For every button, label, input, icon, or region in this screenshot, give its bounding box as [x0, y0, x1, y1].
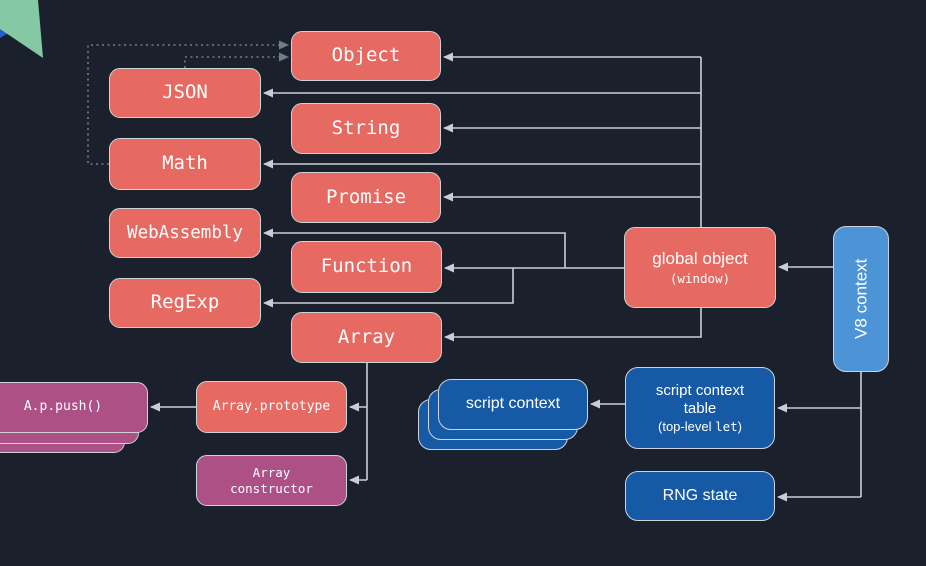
node-global-object-label: global object	[652, 249, 748, 269]
node-regexp-label: RegExp	[150, 291, 220, 314]
node-array-prototype: Array.prototype	[196, 381, 347, 433]
node-rng-state-label: RNG state	[662, 486, 738, 504]
node-v8-context-label: V8 context	[851, 258, 871, 340]
node-array-label: Array	[337, 325, 396, 348]
node-array: Array	[291, 312, 442, 363]
sublabel-prefix: (top-level	[658, 418, 716, 434]
node-rng-state: RNG state	[625, 471, 775, 521]
node-math-label: Math	[162, 152, 208, 175]
node-script-context-table: script context table (top-level let)	[625, 367, 775, 449]
node-promise-label: Promise	[325, 185, 407, 208]
connector-global-to-array	[444, 308, 702, 342]
node-math: Math	[109, 138, 261, 190]
node-json-label: JSON	[162, 81, 208, 104]
node-json: JSON	[109, 68, 261, 118]
node-promise: Promise	[291, 172, 441, 223]
node-script-context-label: script context	[465, 395, 561, 413]
node-function-label: Function	[320, 255, 413, 278]
sublabel-code: let	[715, 418, 738, 434]
node-script-context-table-line1: script context	[655, 381, 745, 399]
node-global-object: global object (window)	[624, 227, 776, 308]
node-string-label: String	[331, 116, 401, 139]
node-ap-push-label: A.p.push()	[23, 399, 103, 415]
node-array-prototype-label: Array.prototype	[212, 398, 331, 414]
node-script-context-table-sublabel: (top-level let)	[658, 418, 742, 435]
node-array-constructor-line2: constructor	[230, 480, 313, 496]
node-webassembly-label: WebAssembly	[127, 222, 243, 243]
node-object: Object	[291, 31, 441, 81]
node-script-context-table-line2: table	[683, 399, 717, 417]
node-string: String	[291, 103, 441, 154]
node-webassembly: WebAssembly	[109, 208, 261, 258]
node-script-context: script context	[438, 379, 588, 430]
node-object-label: Object	[331, 44, 401, 67]
sublabel-suffix: )	[737, 418, 742, 434]
node-function: Function	[291, 241, 442, 293]
node-regexp: RegExp	[109, 278, 261, 328]
node-array-constructor: Array constructor	[196, 455, 347, 506]
node-global-object-sublabel: (window)	[669, 270, 731, 286]
node-ap-push: A.p.push()	[0, 382, 148, 433]
connector-dotted-json-to-object	[184, 52, 289, 68]
corner-accent-green-shape	[0, 0, 43, 58]
node-v8-context: V8 context	[833, 226, 889, 372]
node-array-constructor-line1: Array	[252, 464, 291, 480]
connector-to-webassembly	[263, 228, 566, 268]
connector-to-regexp	[263, 268, 514, 308]
